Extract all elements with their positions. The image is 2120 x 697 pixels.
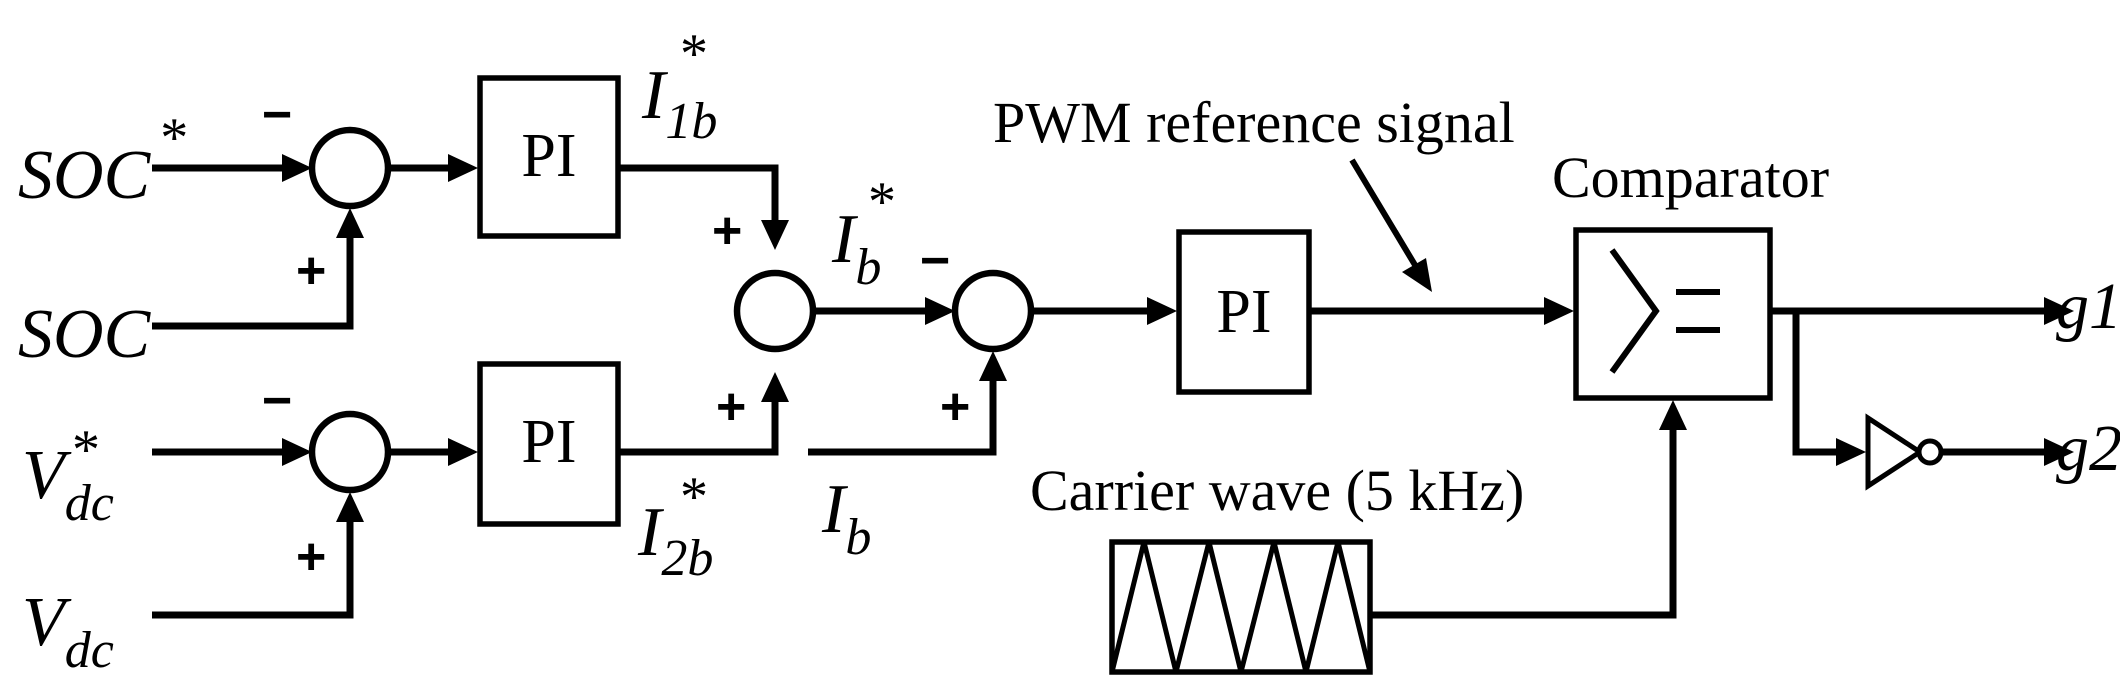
current-error-arrow [1147,297,1177,325]
ib-feedback-arrow [979,351,1007,381]
comparator-label: Comparator [1552,145,1829,210]
current-minus-sign: − [920,232,950,290]
g2-label: g2 [2056,412,2120,485]
soc-ref-label: SOC* [18,107,188,214]
comparator-gt-symbol [1609,248,1660,374]
current-plus-sign: + [940,378,970,436]
soc-feedback-wire [152,230,354,330]
i1b-ref-arrow [761,220,789,250]
soc-feedback-arrow [336,208,364,238]
ib-label: Ib [821,471,871,566]
sum-mid-plus-top: + [712,202,742,260]
soc-label: SOC [18,296,152,373]
i2b-ref-label: I2b [637,494,713,587]
soc-summing-junction [308,126,392,210]
vdc-label: Vdc [22,584,114,679]
inverter-bubble [1916,438,1944,466]
ib-feedback-wire [808,373,997,456]
vdc-error-arrow [448,438,478,466]
vdc-ref-arrow [282,438,312,466]
pi-vdc-label: PI [521,408,576,476]
comparator-block [1573,227,1773,401]
pi-current-label: PI [1216,278,1271,346]
vdc-feedback-wire [152,514,354,619]
ib-ref-arrow [925,297,955,325]
vdc-feedback-arrow [336,492,364,522]
sum-mid-plus-bottom: + [716,378,746,436]
pwm-pointer-line [1349,158,1421,272]
carrier-triangle-wave [1109,541,1373,673]
current-ref-summing-junction [733,269,817,353]
g2-branch-arrow [1836,438,1866,466]
inverter-triangle [1865,413,1925,491]
carrier-wave-block [1109,539,1373,675]
pwm-pointer-arrow [1402,258,1432,292]
soc-plus-sign: + [296,242,326,300]
i1b-ref-label: I1b [641,57,717,150]
vdc-plus-sign: + [296,528,326,586]
i1b-ref-asterisk: * [680,23,708,85]
i2b-ref-arrow [761,372,789,402]
vdc-ref-label: Vdc [22,437,114,532]
carrier-wire [1370,425,1677,619]
vdc-ref-asterisk: * [72,419,100,481]
g2-arrow [2044,438,2074,466]
pi-soc-label: PI [521,122,576,190]
i2b-ref-asterisk: * [680,466,708,528]
carrier-wave-label: Carrier wave (5 kHz) [1030,458,1524,523]
vdc-minus-sign: − [262,372,292,430]
g2-branch-wire [1792,311,1842,456]
vdc-summing-junction [308,410,392,494]
current-summing-junction [951,269,1035,353]
carrier-arrow [1659,400,1687,430]
pi-current-block [1176,229,1312,395]
pi-vdc-block [477,361,621,527]
pwm-reference-arrow [1544,297,1574,325]
soc-ref-arrow [282,154,312,182]
pi-soc-block [477,75,621,239]
soc-minus-sign: − [262,86,292,144]
soc-error-arrow [448,154,478,182]
ib-ref-label: Ib [831,201,881,296]
g1-arrow [2044,297,2074,325]
ib-ref-asterisk: * [868,171,896,233]
g1-label: g1 [2056,270,2120,343]
pwm-reference-label: PWM reference signal [993,90,1515,155]
i2b-ref-wire [618,398,779,456]
i1b-ref-wire [618,164,779,224]
